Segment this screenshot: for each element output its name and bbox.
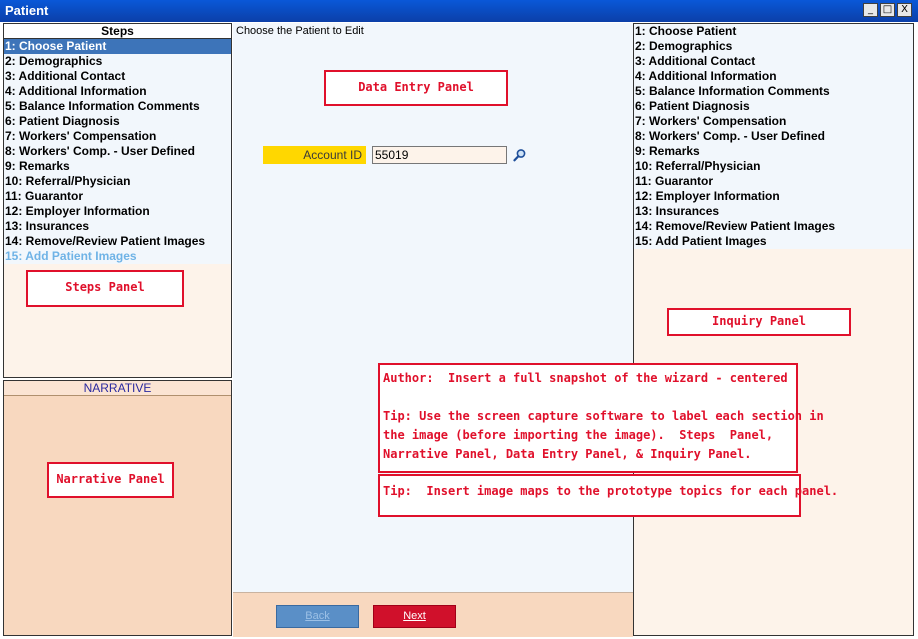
- step-item-remarks[interactable]: 9: Remarks: [5, 159, 70, 173]
- inquiry-item-employer-information[interactable]: 12: Employer Information: [635, 189, 780, 203]
- steps-list: 1: Choose Patient 2: Demographics 3: Add…: [4, 39, 231, 264]
- author-note-spacer: [383, 388, 796, 407]
- step-item-insurances[interactable]: 13: Insurances: [5, 219, 90, 233]
- step-item-patient-diagnosis[interactable]: 6: Patient Diagnosis: [5, 114, 120, 128]
- instruction-text: Choose the Patient to Edit: [236, 25, 364, 37]
- data-entry-panel-callout: Data Entry Panel: [324, 70, 508, 106]
- step-item-remove-review-images[interactable]: 14: Remove/Review Patient Images: [5, 234, 206, 248]
- step-item-additional-contact[interactable]: 3: Additional Contact: [5, 69, 126, 83]
- step-item-employer-information[interactable]: 12: Employer Information: [5, 204, 150, 218]
- inquiry-item-workers-comp-user-defined[interactable]: 8: Workers' Comp. - User Defined: [635, 129, 826, 143]
- step-item-workers-compensation[interactable]: 7: Workers' Compensation: [5, 129, 157, 143]
- inquiry-item-remove-review-images[interactable]: 14: Remove/Review Patient Images: [635, 219, 836, 233]
- inquiry-item-additional-information[interactable]: 4: Additional Information: [635, 69, 777, 83]
- step-item-additional-information[interactable]: 4: Additional Information: [5, 84, 147, 98]
- inquiry-item-choose-patient[interactable]: 1: Choose Patient: [635, 24, 737, 38]
- back-button[interactable]: Back: [276, 605, 359, 628]
- tip-note-callout: Tip: Insert image maps to the prototype …: [378, 474, 839, 517]
- account-id-label: Account ID: [263, 146, 366, 164]
- window-title: Patient: [5, 3, 49, 18]
- inquiry-item-add-patient-images[interactable]: 15: Add Patient Images: [635, 234, 767, 248]
- inquiry-item-workers-compensation[interactable]: 7: Workers' Compensation: [635, 114, 787, 128]
- inquiry-item-insurances[interactable]: 13: Insurances: [635, 204, 720, 218]
- author-note-line-3: the image (before importing the image). …: [383, 428, 774, 442]
- search-icon[interactable]: [513, 148, 527, 162]
- title-bar: Patient _ □ X: [0, 0, 918, 22]
- inquiry-item-additional-contact[interactable]: 3: Additional Contact: [635, 54, 756, 68]
- author-note-line-1: Author: Insert a full snapshot of the wi…: [383, 371, 788, 385]
- inquiry-item-patient-diagnosis[interactable]: 6: Patient Diagnosis: [635, 99, 750, 113]
- author-note-line-2: Tip: Use the screen capture software to …: [383, 409, 824, 423]
- step-item-balance-comments[interactable]: 5: Balance Information Comments: [5, 99, 200, 113]
- window-controls: _ □ X: [863, 3, 912, 17]
- step-item-guarantor[interactable]: 11: Guarantor: [5, 189, 84, 203]
- inquiry-item-guarantor[interactable]: 11: Guarantor: [635, 174, 714, 188]
- step-item-referral-physician[interactable]: 10: Referral/Physician: [5, 174, 131, 188]
- inquiry-item-demographics[interactable]: 2: Demographics: [635, 39, 733, 53]
- step-item-choose-patient[interactable]: 1: Choose Patient: [4, 39, 231, 54]
- tip-note-line: Tip: Insert image maps to the prototype …: [383, 484, 839, 498]
- data-entry-panel: [233, 23, 633, 636]
- step-item-demographics[interactable]: 2: Demographics: [5, 54, 103, 68]
- inquiry-list: 1: Choose Patient 2: Demographics 3: Add…: [634, 24, 913, 249]
- step-item-workers-comp-user-defined[interactable]: 8: Workers' Comp. - User Defined: [5, 144, 196, 158]
- step-item-add-patient-images[interactable]: 15: Add Patient Images: [5, 249, 137, 263]
- author-note-line-4: Narrative Panel, Data Entry Panel, & Inq…: [383, 447, 752, 461]
- author-note-callout: Author: Insert a full snapshot of the wi…: [378, 363, 824, 473]
- narrative-panel-callout: Narrative Panel: [47, 462, 174, 498]
- steps-panel-callout: Steps Panel: [26, 270, 184, 307]
- inquiry-item-remarks[interactable]: 9: Remarks: [635, 144, 700, 158]
- narrative-header: NARRATIVE: [4, 381, 231, 396]
- narrative-panel: NARRATIVE: [3, 380, 232, 636]
- close-button[interactable]: X: [897, 3, 912, 17]
- inquiry-item-referral-physician[interactable]: 10: Referral/Physician: [635, 159, 761, 173]
- steps-header: Steps: [4, 24, 231, 39]
- inquiry-item-balance-comments[interactable]: 5: Balance Information Comments: [635, 84, 830, 98]
- inquiry-panel-callout: Inquiry Panel: [667, 308, 851, 336]
- steps-panel: Steps 1: Choose Patient 2: Demographics …: [3, 23, 232, 378]
- account-id-input[interactable]: 55019: [372, 146, 507, 164]
- next-button[interactable]: Next: [373, 605, 456, 628]
- maximize-button[interactable]: □: [880, 3, 895, 17]
- minimize-button[interactable]: _: [863, 3, 878, 17]
